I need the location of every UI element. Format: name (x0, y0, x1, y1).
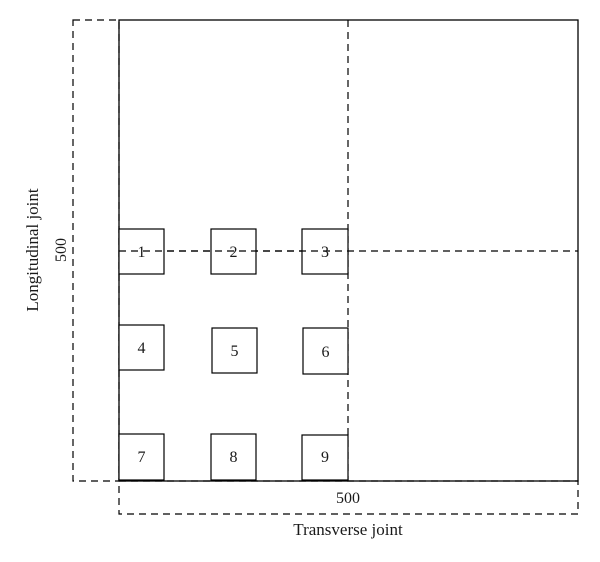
longitudinal-joint-label: Longitudinal joint (23, 188, 42, 312)
square-label-8: 8 (230, 449, 238, 466)
square-label-9: 9 (321, 449, 329, 466)
bottom-dimension-label: 500 (336, 490, 360, 507)
square-label-5: 5 (231, 343, 239, 360)
square-5 (211, 327, 258, 374)
square-label-3: 3 (321, 244, 329, 261)
square-4 (118, 324, 165, 371)
square-9 (301, 434, 349, 481)
side-dimension-label: 500 (53, 238, 70, 262)
square-8 (210, 433, 257, 481)
square-label-2: 2 (230, 244, 238, 261)
square-7 (118, 433, 165, 481)
square-label-7: 7 (138, 449, 146, 466)
square-6 (302, 327, 349, 375)
longitudinal-dimension-box (72, 19, 120, 482)
square-label-6: 6 (322, 344, 330, 361)
square-label-4: 4 (138, 340, 146, 357)
square-label-1: 1 (138, 244, 146, 261)
transverse-joint-label: Transverse joint (293, 520, 403, 539)
